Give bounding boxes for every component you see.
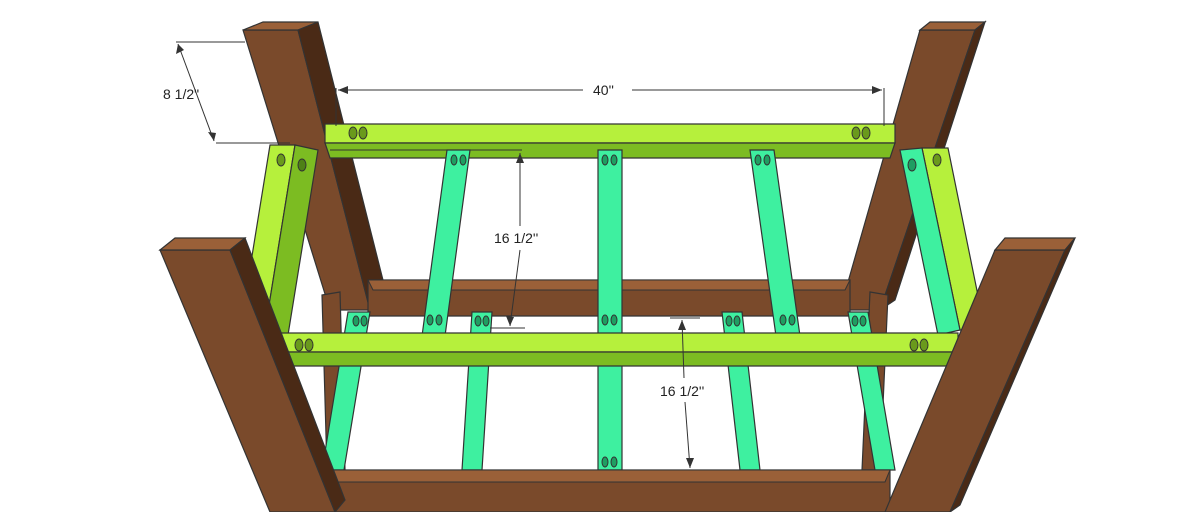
front-left-leg xyxy=(158,237,346,512)
dimension-rail-length: 40'' xyxy=(335,82,885,126)
dimension-label: 8 1/2" xyxy=(163,86,199,102)
pocket-hole-icon xyxy=(348,126,368,140)
pocket-hole-icon xyxy=(851,126,871,140)
dimension-label: 16 1/2'' xyxy=(660,383,704,399)
dimension-leg-offset: 8 1/2" xyxy=(163,41,290,144)
front-bottom-apron xyxy=(329,469,891,512)
lower-slat xyxy=(597,359,623,471)
dimension-lower-spacing: 16 1/2'' xyxy=(660,317,704,469)
dimension-label: 16 1/2'' xyxy=(494,230,538,246)
pocket-hole-icon xyxy=(909,338,929,352)
dimension-upper-spacing: 16 1/2'' xyxy=(330,149,538,329)
dimension-label: 40'' xyxy=(593,82,614,98)
upper-slat xyxy=(597,149,623,337)
pocket-hole-icon xyxy=(294,338,314,352)
front-right-leg xyxy=(884,237,1077,512)
front-top-rail xyxy=(267,332,959,367)
